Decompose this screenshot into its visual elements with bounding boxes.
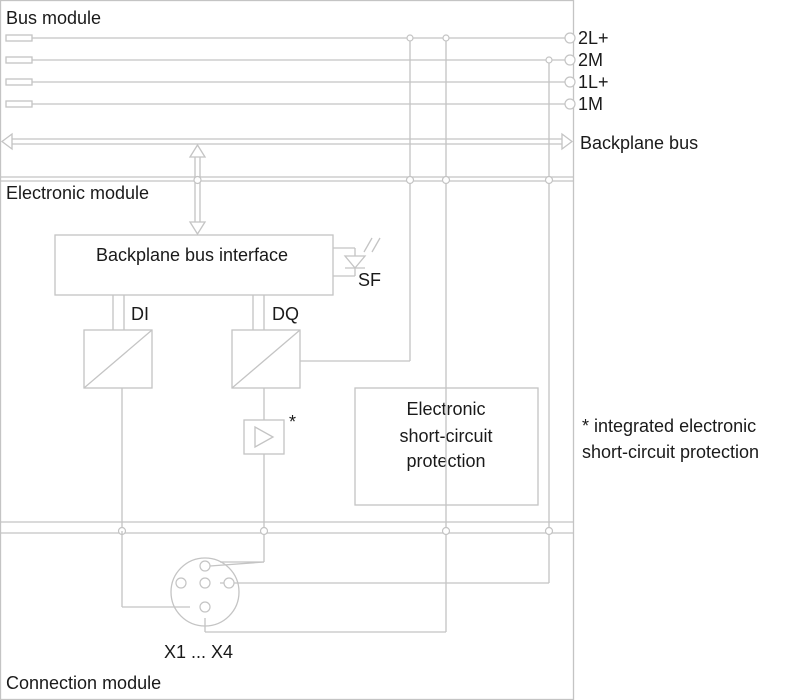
terminal-2l-plus: 2L+ xyxy=(578,28,609,48)
electronic-module-label: Electronic module xyxy=(6,183,149,203)
backplane-bus-arrow xyxy=(0,132,574,151)
bus-module-label: Bus module xyxy=(6,8,101,28)
terminal-1l-plus: 1L+ xyxy=(578,72,609,92)
m12-connector-icon xyxy=(170,557,265,627)
terminal-2m: 2M xyxy=(578,50,603,70)
di-label: DI xyxy=(131,304,149,324)
footnote-line-1: * integrated electronic xyxy=(582,416,756,436)
output-driver-icon xyxy=(220,419,285,563)
connection-module-label: Connection module xyxy=(6,673,161,693)
connector-label: X1 ... X4 xyxy=(164,642,233,662)
backplane-bus-label: Backplane bus xyxy=(580,133,698,153)
dq-label: DQ xyxy=(272,304,299,324)
backplane-bus-interface-box xyxy=(54,234,334,296)
rail-1m-drop xyxy=(220,56,554,584)
bus-interface-arrow xyxy=(188,143,207,236)
dq-converter xyxy=(231,34,415,420)
power-rails xyxy=(5,32,576,110)
backplane-bus-interface-label: Backplane bus interface xyxy=(96,245,288,265)
sf-label: SF xyxy=(358,270,381,290)
rail-2m-drop xyxy=(204,34,451,633)
di-converter xyxy=(83,295,190,608)
terminal-1m: 1M xyxy=(578,94,603,114)
footnote-line-2: short-circuit protection xyxy=(582,442,759,462)
sf-led-icon xyxy=(333,237,381,277)
protection-marker: * xyxy=(289,412,296,432)
